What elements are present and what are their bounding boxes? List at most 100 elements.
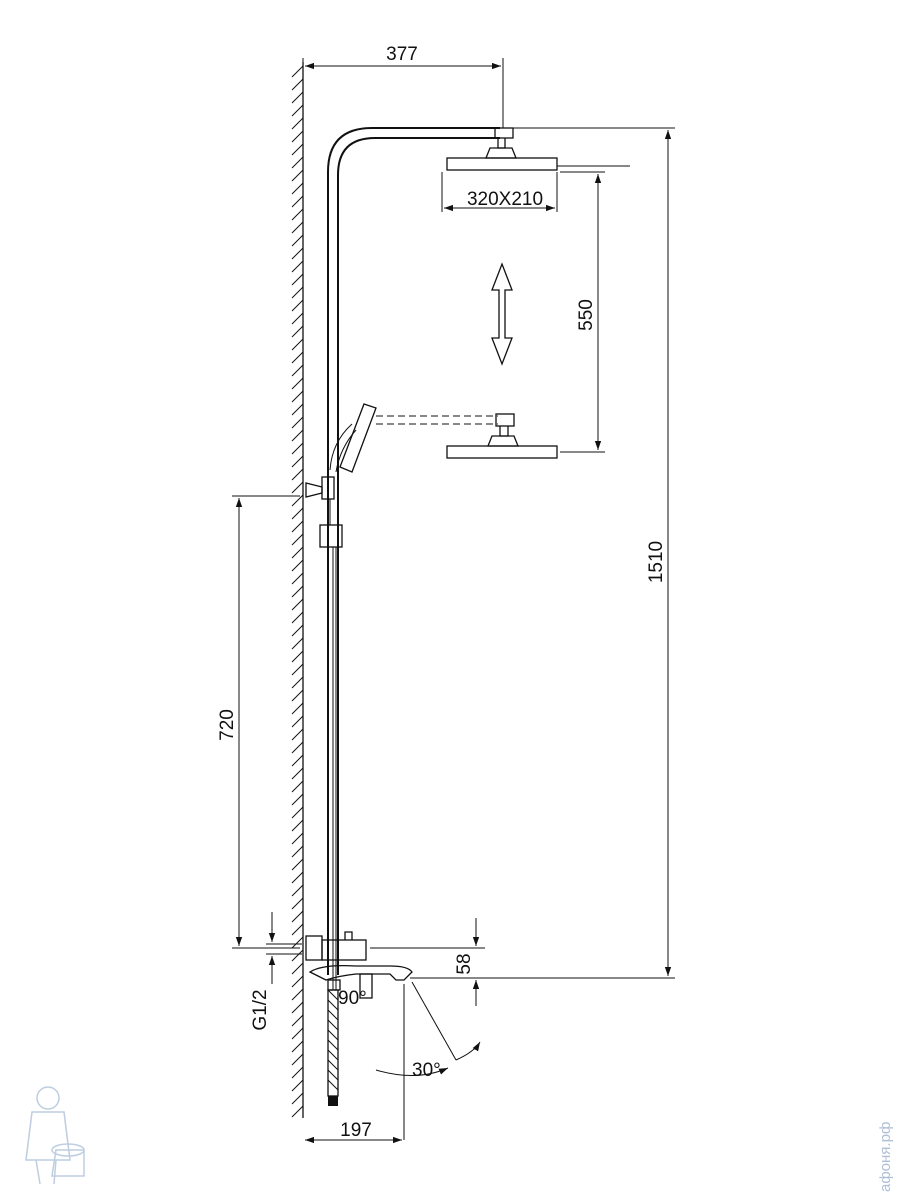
wall-hatching bbox=[291, 65, 304, 1118]
hatch-line bbox=[291, 624, 304, 637]
hatch-line bbox=[291, 858, 304, 871]
hatch-line bbox=[291, 325, 304, 338]
hatch-line bbox=[291, 156, 304, 169]
hatch-line bbox=[291, 923, 304, 936]
inlet-thread-label: G1/2 bbox=[250, 989, 271, 1030]
mascot-logo-icon bbox=[25, 1086, 85, 1185]
hatch-line bbox=[291, 416, 304, 429]
hatch-line bbox=[291, 286, 304, 299]
hatch-line bbox=[291, 663, 304, 676]
hatch-line bbox=[291, 364, 304, 377]
hatch-line bbox=[291, 351, 304, 364]
holder-height-dimension: 720 bbox=[217, 495, 300, 949]
hatch-line bbox=[291, 598, 304, 611]
hatch-line bbox=[291, 884, 304, 897]
hatch-line bbox=[291, 949, 304, 962]
hatch-line bbox=[291, 910, 304, 923]
hatch-line bbox=[291, 1014, 304, 1027]
spout-offset-label: 58 bbox=[454, 953, 475, 974]
hatch-line bbox=[291, 104, 304, 117]
hatch-line bbox=[291, 1092, 304, 1105]
hatch-line bbox=[291, 182, 304, 195]
hatch-line bbox=[291, 962, 304, 975]
bottom-width-label: 197 bbox=[340, 1120, 372, 1141]
bottom-width-dimension: 197 bbox=[305, 1120, 402, 1144]
hatch-line bbox=[291, 91, 304, 104]
hatch-line bbox=[291, 78, 304, 91]
shower-hose bbox=[327, 989, 339, 1106]
hatch-line bbox=[291, 442, 304, 455]
hatch-line bbox=[291, 741, 304, 754]
hatch-line bbox=[291, 1040, 304, 1053]
hatch-line bbox=[291, 130, 304, 143]
hatch-line bbox=[291, 377, 304, 390]
hatch-line bbox=[291, 676, 304, 689]
adjust-range-label: 550 bbox=[576, 299, 597, 331]
hatch-line bbox=[291, 546, 304, 559]
hatch-line bbox=[291, 117, 304, 130]
total-height-label: 1510 bbox=[646, 541, 667, 583]
hatch-line bbox=[291, 1001, 304, 1014]
bath-mixer bbox=[305, 931, 413, 999]
hatch-line bbox=[291, 637, 304, 650]
holder-height-label: 720 bbox=[217, 709, 238, 741]
hatch-line bbox=[291, 195, 304, 208]
hatch-line bbox=[291, 806, 304, 819]
hatch-line bbox=[291, 754, 304, 767]
hatch-line bbox=[291, 299, 304, 312]
rotation-angle-label: 90° bbox=[338, 988, 367, 1009]
hatch-line bbox=[291, 481, 304, 494]
hatch-line bbox=[291, 936, 304, 949]
top-width-label: 377 bbox=[386, 44, 418, 65]
top-shower-head: 320X210 bbox=[441, 127, 630, 212]
hatch-line bbox=[291, 715, 304, 728]
shower-head-size-label: 320X210 bbox=[467, 189, 543, 210]
adjust-range-dimension: 550 bbox=[560, 171, 605, 453]
hatch-line bbox=[291, 260, 304, 273]
hatch-line bbox=[291, 611, 304, 624]
hatch-line bbox=[291, 767, 304, 780]
hatch-line bbox=[291, 247, 304, 260]
hatch-line bbox=[291, 728, 304, 741]
inlet-thread-dimension: G1/2 bbox=[250, 912, 302, 1031]
hatch-line bbox=[291, 585, 304, 598]
hatch-line bbox=[291, 221, 304, 234]
hatch-line bbox=[291, 1053, 304, 1066]
hatch-line bbox=[291, 520, 304, 533]
hatch-line bbox=[291, 468, 304, 481]
wall bbox=[291, 62, 304, 1118]
hatch-line bbox=[291, 988, 304, 1001]
hatch-line bbox=[291, 793, 304, 806]
lowered-shower-head bbox=[376, 413, 558, 459]
hatch-line bbox=[291, 1079, 304, 1092]
hatch-line bbox=[291, 455, 304, 468]
hatch-line bbox=[291, 1027, 304, 1040]
hatch-line bbox=[291, 507, 304, 520]
hatch-line bbox=[291, 429, 304, 442]
hatch-line bbox=[291, 871, 304, 884]
hatch-line bbox=[291, 689, 304, 702]
rotation-angle: 90° bbox=[337, 988, 367, 1009]
hatch-line bbox=[291, 1066, 304, 1079]
hatch-line bbox=[291, 845, 304, 858]
hatch-line bbox=[291, 559, 304, 572]
hatch-line bbox=[291, 650, 304, 663]
hatch-line bbox=[291, 533, 304, 546]
hatch-line bbox=[291, 65, 304, 78]
hatch-line bbox=[291, 338, 304, 351]
spout-angle-label: 30° bbox=[412, 1060, 441, 1081]
hatch-line bbox=[291, 169, 304, 182]
top-width-dimension: 377 bbox=[302, 44, 504, 128]
watermark-text: афоня.рф bbox=[877, 1122, 894, 1192]
spout-angle-dimension: 30° bbox=[375, 981, 481, 1140]
hatch-line bbox=[291, 819, 304, 832]
hatch-line bbox=[291, 572, 304, 585]
hatch-line bbox=[291, 1105, 304, 1118]
shower-riser-pipe bbox=[327, 127, 500, 975]
hatch-line bbox=[291, 832, 304, 845]
hatch-line bbox=[291, 975, 304, 988]
movement-arrow-icon bbox=[491, 262, 513, 366]
hatch-line bbox=[291, 897, 304, 910]
hatch-line bbox=[291, 273, 304, 286]
